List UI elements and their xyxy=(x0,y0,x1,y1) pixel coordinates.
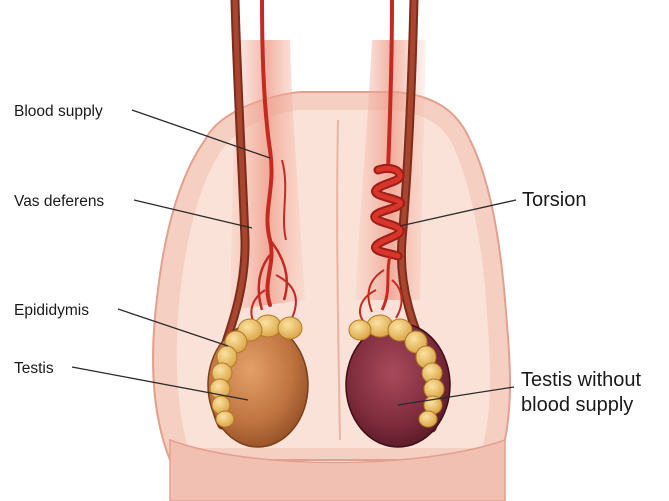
leader-epididymis xyxy=(117,308,229,347)
median-raphe xyxy=(336,119,341,441)
leader-testis-without xyxy=(397,386,515,406)
scrotum-base xyxy=(169,438,506,501)
label-epididymis: Epididymis xyxy=(14,302,89,319)
label-testis-without-line1: Testis without xyxy=(521,369,641,391)
label-blood-supply: Blood supply xyxy=(14,103,103,120)
right-artery xyxy=(386,0,394,171)
leader-testis xyxy=(71,366,249,401)
label-testis: Testis xyxy=(14,360,54,377)
right-epididymis xyxy=(348,314,445,428)
leader-torsion xyxy=(399,199,517,227)
label-vas-deferens: Vas deferens xyxy=(14,193,104,210)
label-torsion: Torsion xyxy=(522,189,586,211)
left-artery xyxy=(260,0,274,307)
torsion-twist xyxy=(370,163,405,261)
label-testis-without-line2: blood supply xyxy=(521,394,633,416)
leader-vas-deferens xyxy=(133,199,253,229)
leader-blood-supply xyxy=(131,109,271,159)
